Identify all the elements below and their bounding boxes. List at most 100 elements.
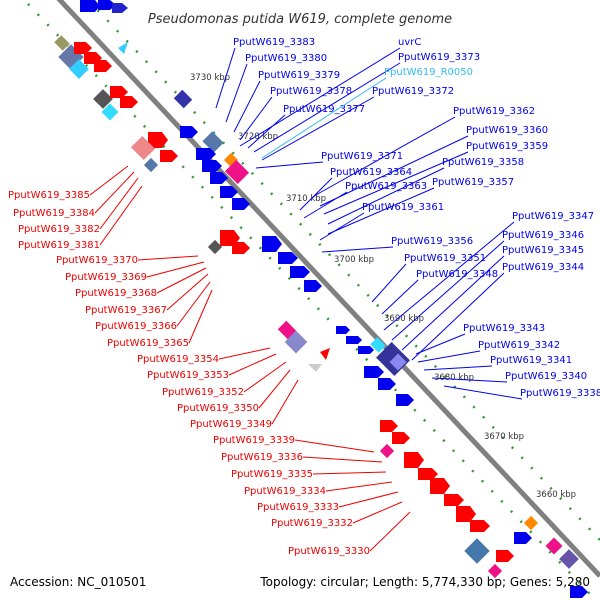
scale-label: 3730 kbp (190, 73, 230, 83)
leader-line (327, 167, 445, 225)
gene-label-forward[interactable]: PputW619_3383 (233, 37, 315, 48)
gene-label-reverse[interactable]: PputW619_3366 (95, 321, 177, 332)
scale-label: 3700 kbp (334, 255, 374, 265)
leader-line (89, 165, 129, 196)
leader-line (417, 350, 481, 363)
gene-label-reverse[interactable]: PputW619_3370 (56, 255, 138, 266)
gene-label-reverse[interactable]: PputW619_3339 (213, 435, 295, 446)
leader-line (381, 279, 419, 315)
gene-label-forward[interactable]: PputW619_3360 (466, 125, 548, 136)
gene-label-reverse[interactable]: PputW619_3382 (18, 224, 100, 235)
leader-line (319, 212, 365, 241)
gene-label-reverse[interactable]: PputW619_3365 (107, 338, 189, 349)
gene-label-forward[interactable]: PputW619_3380 (245, 53, 327, 64)
gene-label-forward[interactable]: PputW619_3341 (490, 355, 572, 366)
leader-line (299, 177, 333, 211)
leader-line (215, 47, 236, 109)
gene-label-forward[interactable]: PputW619_3356 (391, 236, 473, 247)
gene-label-forward[interactable]: PputW619_3361 (362, 202, 444, 213)
gene-label-reverse[interactable]: PputW619_3335 (231, 469, 313, 480)
leader-line (323, 151, 469, 215)
leader-line (188, 289, 213, 344)
gene-label-forward[interactable]: PputW619_3371 (321, 151, 403, 162)
gene-label-forward[interactable]: PputW619_3362 (453, 106, 535, 117)
gene-label-forward[interactable]: PputW619_3364 (330, 167, 412, 178)
gene-label-forward[interactable]: PputW619_3340 (505, 371, 587, 382)
leader-line (313, 116, 456, 197)
scale-label: 3660 kbp (536, 490, 576, 500)
leader-line (411, 272, 505, 361)
outer-tick-track (27, 3, 591, 595)
gene-label-reverse[interactable]: PputW619_3349 (190, 419, 272, 430)
leader-line (302, 456, 383, 463)
gene-label-reverse[interactable]: PputW619_3367 (85, 305, 167, 316)
leader-line (294, 439, 375, 453)
gene-label-reverse[interactable]: PputW619_3354 (137, 354, 219, 365)
gene-label-reverse[interactable]: PputW619_3368 (75, 288, 157, 299)
gene-label-reverse[interactable]: PputW619_3332 (271, 518, 353, 529)
gene-label-reverse[interactable]: PputW619_3385 (8, 190, 90, 201)
leader-line (166, 273, 209, 311)
gene-label-forward[interactable]: PputW619_3342 (478, 340, 560, 351)
gene-label-forward[interactable]: PputW619_3357 (432, 177, 514, 188)
gene-label-forward[interactable]: PputW619_3347 (512, 211, 594, 222)
leader-line (239, 96, 273, 141)
leader-line (312, 471, 387, 475)
gene-label-forward[interactable]: PputW619_3346 (502, 230, 584, 241)
gene-glyphs (54, 0, 588, 598)
gene-label-reverse[interactable]: PputW619_3334 (244, 486, 326, 497)
leader-line (233, 80, 261, 133)
gene-label-reverse[interactable]: PputW619_3369 (65, 272, 147, 283)
leader-line (371, 263, 407, 303)
gene-label-reverse[interactable]: PputW619_3350 (177, 403, 259, 414)
gene-label-reverse[interactable]: PputW619_3333 (257, 502, 339, 513)
leader-line (338, 491, 399, 508)
gene-label-forward[interactable]: uvrC (398, 37, 421, 48)
leader-line (176, 281, 211, 327)
leader-line (319, 135, 469, 207)
gene-label-forward[interactable]: PputW619_3363 (345, 181, 427, 192)
genome-backbone (56, 0, 600, 578)
gene-label-forward[interactable]: PputW619_3379 (258, 70, 340, 81)
gene-label-forward[interactable]: PputW619_3372 (372, 86, 454, 97)
leader-line (253, 62, 401, 153)
leader-line (352, 501, 403, 524)
reverse-gene-labels: PputW619_3385PputW619_3384PputW619_3382P… (8, 165, 411, 557)
leader-line (225, 63, 248, 123)
gene-label-forward[interactable]: PputW619_3345 (502, 245, 584, 256)
leader-line (415, 333, 466, 355)
leader-line (218, 347, 271, 360)
gene-label-reverse[interactable]: PputW619_3330 (288, 546, 370, 557)
gene-label-forward[interactable]: PputW619_3378 (270, 86, 352, 97)
gene-label-reverse[interactable]: PputW619_3353 (147, 370, 229, 381)
gene-label-forward[interactable]: PputW619_3351 (404, 253, 486, 264)
leader-line (327, 187, 435, 235)
gene-label-reverse[interactable]: PputW619_3336 (221, 452, 303, 463)
gene-label-forward[interactable]: PputW619_3373 (398, 52, 480, 63)
gene-label-reverse[interactable]: PputW619_3381 (18, 240, 100, 251)
gene-label-forward[interactable]: PputW619_3338 (520, 388, 600, 399)
gene-label-reverse[interactable]: PputW619_3352 (162, 387, 244, 398)
gene-label-reverse[interactable]: PputW619_3384 (13, 208, 95, 219)
leader-line (243, 361, 287, 393)
scale-label: 3710 kbp (286, 194, 326, 204)
gene-label-forward[interactable]: PputW619_3344 (502, 262, 584, 273)
leader-line (443, 385, 523, 400)
leader-line (94, 171, 135, 214)
leader-line (271, 379, 299, 425)
gene-label-forward[interactable]: PputW619_3343 (463, 323, 545, 334)
gene-label-forward[interactable]: PputW619_3348 (416, 269, 498, 280)
gene-label-forward[interactable]: PputW619_3359 (466, 141, 548, 152)
scale-label: 3680 kbp (434, 373, 474, 383)
leader-line (247, 114, 286, 149)
leader-line (423, 365, 493, 371)
gene-label-forward[interactable]: PputW619_3358 (442, 157, 524, 168)
leader-line (321, 246, 394, 253)
leader-line (239, 47, 401, 147)
accession-text: Accession: NC_010501 (10, 575, 146, 589)
leader-line (255, 161, 324, 169)
gene-label-forward[interactable]: PputW619_R0050 (384, 67, 473, 78)
forward-gene-labels: PputW619_3383PputW619_3380PputW619_3379P… (215, 37, 600, 400)
scale-label: 3670 kbp (484, 432, 524, 442)
